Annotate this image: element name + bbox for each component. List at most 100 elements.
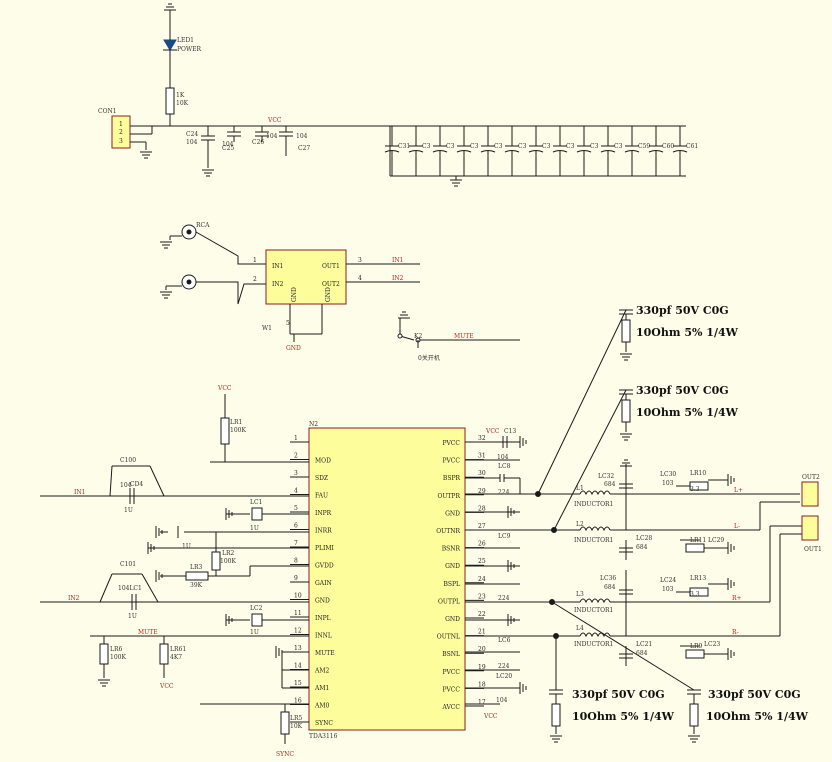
c13-value: 104 bbox=[497, 454, 509, 461]
bank-capacitor: C61 bbox=[672, 126, 698, 176]
r-led-value: 10K bbox=[176, 100, 189, 107]
ic-left-pin-number: 12 bbox=[294, 628, 302, 635]
c101-label: C101 bbox=[120, 561, 136, 568]
ic-right-pin-number: 17 bbox=[478, 699, 486, 706]
lr13-value: 3.3 bbox=[690, 591, 700, 598]
w1-pin-num-1: 1 bbox=[253, 257, 257, 264]
lr6-value: 100K bbox=[110, 654, 126, 661]
right-circuit bbox=[465, 309, 819, 743]
ic-right-pin-number: 27 bbox=[478, 523, 486, 530]
w1-pin-in1: IN1 bbox=[272, 263, 283, 270]
ic-left-pin-name: MOD bbox=[315, 458, 331, 465]
lr9-label: LR9 bbox=[690, 643, 703, 650]
lc9-label: LC9 bbox=[498, 533, 511, 540]
right-labels: VCC C13 104 LC8 224 LC9 224 LC6 224 LC20… bbox=[483, 304, 822, 723]
l2-type: INDUCTOR1 bbox=[574, 537, 613, 544]
c25-label: C25 bbox=[222, 145, 234, 152]
lc20-value: 104 bbox=[496, 697, 508, 704]
lr1-value: 100K bbox=[230, 427, 246, 434]
bank-capacitor-label: C31 bbox=[398, 143, 410, 150]
input-stage bbox=[159, 224, 520, 348]
bank-capacitor: C3 bbox=[504, 126, 527, 176]
ic-right-pin-name: OUTPL bbox=[438, 598, 460, 605]
lc6-label: LC6 bbox=[498, 637, 511, 644]
bank-capacitor: C3 bbox=[552, 126, 575, 176]
snubber-2-cap: 330pf 50V C0G bbox=[636, 384, 729, 397]
ic-left-pin-name: GND bbox=[315, 598, 330, 605]
ic-right-pin-number: 21 bbox=[478, 629, 486, 636]
ic-left-pin-name: INRR bbox=[315, 528, 332, 535]
lr1-label: LR1 bbox=[230, 419, 242, 426]
lr61-value: 4K7 bbox=[170, 654, 182, 661]
bank-capacitor-label: C3 bbox=[422, 143, 431, 150]
w1-pin-out2: OUT2 bbox=[322, 281, 340, 288]
ic-left-pin-name: INNL bbox=[315, 633, 332, 640]
vcc-mute: VCC bbox=[159, 683, 174, 690]
sync-net: SYNC bbox=[276, 751, 294, 758]
ic-right-pin-name: AVCC bbox=[441, 704, 460, 711]
net-in2: IN2 bbox=[392, 275, 404, 282]
c13-label: C13 bbox=[504, 428, 516, 435]
left-labels: VCC LR1 100K IN1 C100 104 CD4 1U LC1 1U … bbox=[68, 385, 303, 758]
c24-label: C24 bbox=[186, 131, 198, 138]
w1-pin-in2: IN2 bbox=[272, 281, 284, 288]
bank-capacitor: C31 bbox=[384, 126, 410, 176]
bank-capacitor: C3 bbox=[480, 126, 503, 176]
net-mute-ic: MUTE bbox=[138, 629, 158, 636]
ic-right-pin-name: BSNR bbox=[442, 546, 461, 553]
ic-right-pin-name: BSNL bbox=[442, 651, 460, 658]
c100-label: C100 bbox=[120, 457, 136, 464]
lc24-value: 103 bbox=[662, 586, 674, 593]
net-in2-ic: IN2 bbox=[68, 595, 80, 602]
vcc-right: VCC bbox=[485, 428, 500, 435]
ic-left-pin-name: PLIMI bbox=[315, 545, 335, 552]
ic-right-pin-number: 22 bbox=[478, 611, 486, 618]
ic-right-pin-name: OUTPR bbox=[437, 493, 460, 500]
bank-capacitor: C3 bbox=[528, 126, 551, 176]
lr2-label: LR2 bbox=[222, 550, 235, 557]
lc8-value: 224 bbox=[498, 489, 510, 496]
led-label: LED1 bbox=[177, 37, 194, 44]
net-rminus: R- bbox=[732, 629, 739, 636]
ic-right-pin-name: PVCC bbox=[442, 440, 460, 447]
bank-capacitor-label: C3 bbox=[518, 143, 527, 150]
lc24-label: LC24 bbox=[660, 577, 676, 584]
l3-type: INDUCTOR1 bbox=[574, 607, 613, 614]
ic-left-pin-name: SYNC bbox=[315, 720, 333, 727]
lr3-value: 39K bbox=[190, 582, 203, 589]
gnd-label: GND bbox=[286, 345, 301, 352]
snubber-1-cap: 330pf 50V C0G bbox=[636, 304, 729, 317]
net-in1: IN1 bbox=[392, 257, 403, 264]
bank-capacitor-label: C61 bbox=[686, 143, 698, 150]
ic-right-pin-number: 31 bbox=[478, 453, 486, 460]
lr13-label: LR13 bbox=[690, 575, 706, 582]
out1-label: OUT1 bbox=[804, 546, 822, 553]
ic-right-pin-number: 29 bbox=[478, 488, 486, 495]
ic-right-pin-name: PVCC bbox=[442, 686, 460, 693]
lc30-value: 103 bbox=[662, 480, 674, 487]
lc3-value: 1U bbox=[182, 543, 191, 550]
ic-left-pin-name: INPL bbox=[315, 615, 331, 622]
ic-left-pin-number: 14 bbox=[294, 663, 302, 670]
bank-capacitor: C60 bbox=[648, 126, 674, 176]
snubber-1-res: 10Ohm 5% 1/4W bbox=[636, 326, 739, 339]
lc2-value: 1U bbox=[250, 629, 259, 636]
ic-left-pin-number: 15 bbox=[294, 680, 302, 687]
bank-capacitor-label: C3 bbox=[494, 143, 503, 150]
w1-pin-out1: OUT1 bbox=[322, 263, 340, 270]
bank-capacitor-label: C59 bbox=[638, 143, 650, 150]
ic-left-pin-name: GAIN bbox=[315, 580, 332, 587]
bank-capacitor-label: C3 bbox=[446, 143, 455, 150]
lc20-label: LC20 bbox=[496, 673, 512, 680]
lc36-value: 684 bbox=[604, 584, 616, 591]
net-in1-ic: IN1 bbox=[74, 489, 85, 496]
lr3-label: LR3 bbox=[190, 564, 203, 571]
lr61-label: LR61 bbox=[170, 646, 186, 653]
lc23-label: LC23 bbox=[704, 641, 720, 648]
ic-right-pin-number: 28 bbox=[478, 505, 486, 512]
snubber-3-res: 10Ohm 5% 1/4W bbox=[572, 710, 675, 723]
ic-left-pin-name: FAU bbox=[315, 493, 328, 500]
w1-pin-gnd-a: GND bbox=[291, 287, 298, 302]
lr5-value: 10K bbox=[290, 723, 303, 730]
lc1-label: LC1 bbox=[250, 499, 262, 506]
